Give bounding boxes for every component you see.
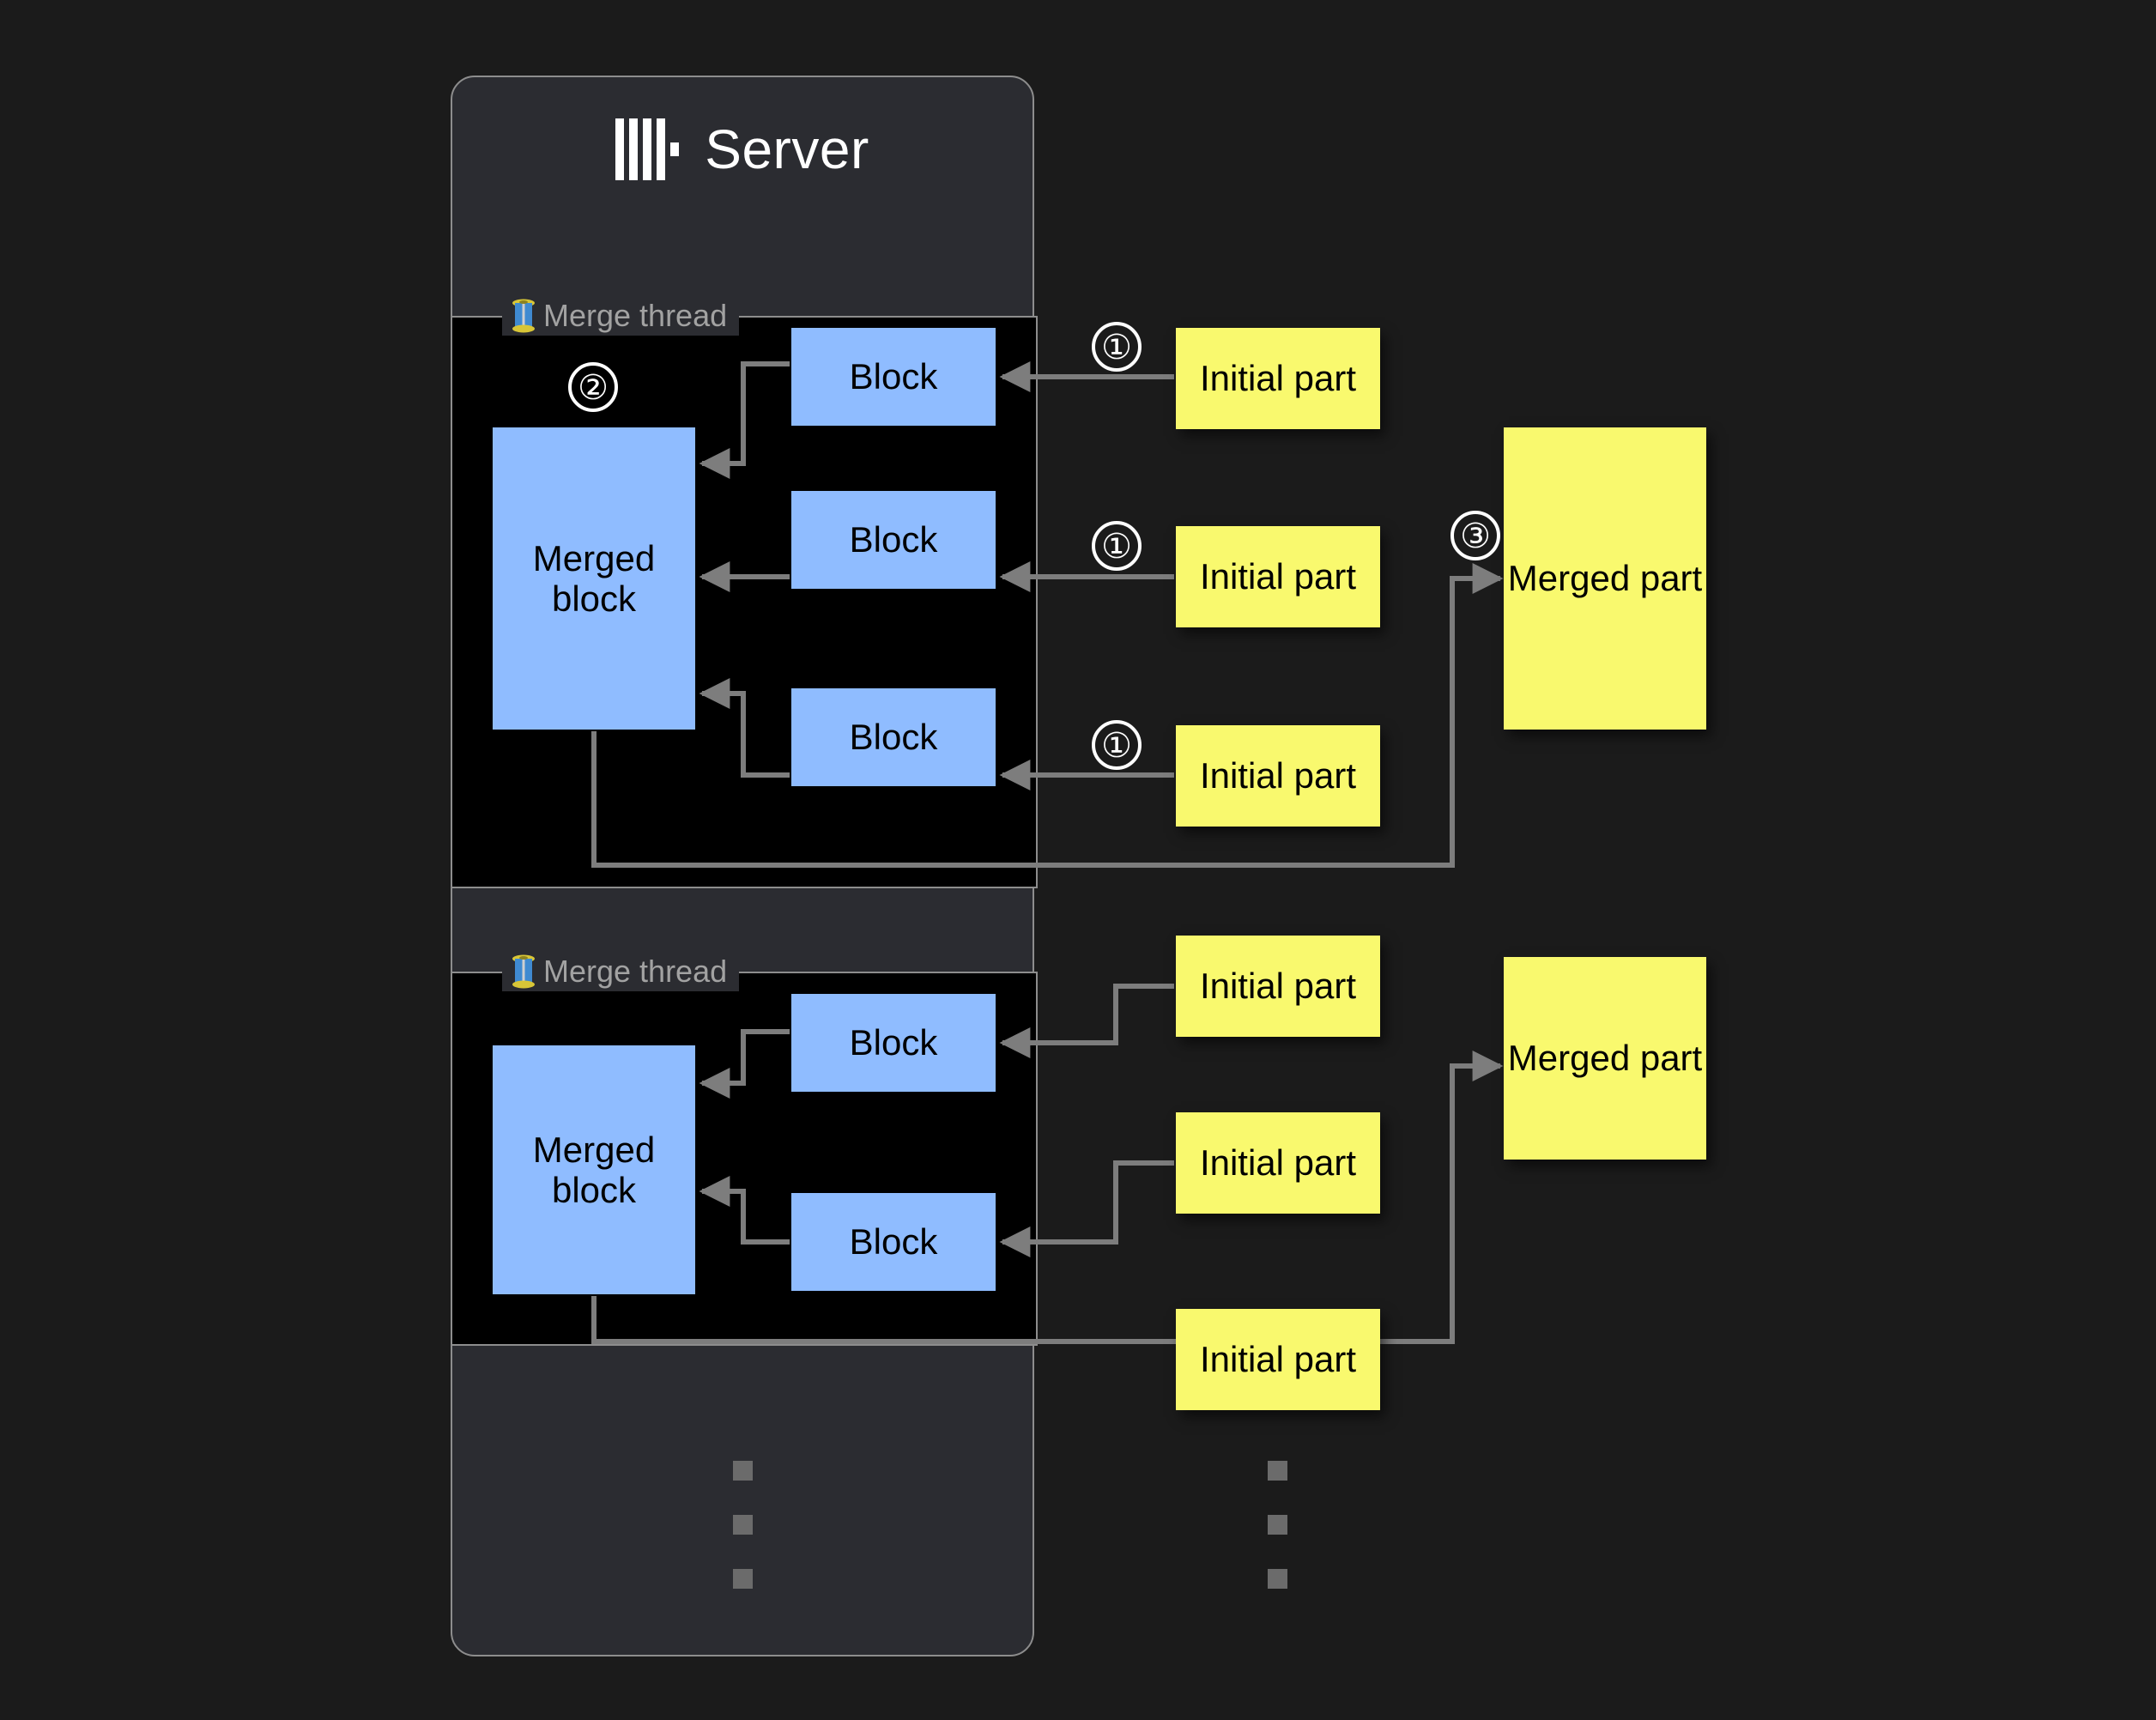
step-marker-1a: ① <box>1092 322 1142 372</box>
merged-block: Merged block <box>493 427 695 730</box>
block: Block <box>791 688 996 786</box>
ellipsis-dot <box>1268 1515 1287 1535</box>
ellipsis-dot <box>1268 1569 1287 1589</box>
block: Block <box>791 491 996 589</box>
merge-thread-label: Merge thread <box>543 298 728 333</box>
step-marker-1c: ① <box>1092 720 1142 770</box>
step-marker-1b: ① <box>1092 521 1142 571</box>
ellipsis-dot <box>733 1569 753 1589</box>
server-header: Server <box>452 118 1033 180</box>
merge-thread-legend-1: Merge thread <box>502 296 740 336</box>
step-marker-3: ③ <box>1450 511 1500 560</box>
thread-spool-icon <box>511 954 536 989</box>
initial-part: Initial part <box>1176 1112 1380 1214</box>
initial-part: Initial part <box>1176 725 1380 827</box>
step-marker-2: ② <box>568 362 618 412</box>
block: Block <box>791 328 996 426</box>
merge-thread-label: Merge thread <box>543 954 728 989</box>
vertical-ellipsis-parts <box>1268 1461 1287 1589</box>
thread-spool-icon <box>511 299 536 333</box>
ellipsis-dot <box>1268 1461 1287 1481</box>
merged-part: Merged part <box>1504 957 1706 1160</box>
ellipsis-dot <box>733 1515 753 1535</box>
block: Block <box>791 994 996 1092</box>
initial-part: Initial part <box>1176 1309 1380 1410</box>
merged-block: Merged block <box>493 1045 695 1294</box>
ellipsis-dot <box>733 1461 753 1481</box>
initial-part: Initial part <box>1176 936 1380 1037</box>
clickhouse-logo-icon <box>615 118 682 180</box>
initial-part: Initial part <box>1176 328 1380 429</box>
initial-part: Initial part <box>1176 526 1380 627</box>
block: Block <box>791 1193 996 1291</box>
merge-thread-legend-2: Merge thread <box>502 952 740 991</box>
merged-part: Merged part <box>1504 427 1706 730</box>
server-title: Server <box>705 118 869 180</box>
vertical-ellipsis-threads <box>733 1461 753 1589</box>
